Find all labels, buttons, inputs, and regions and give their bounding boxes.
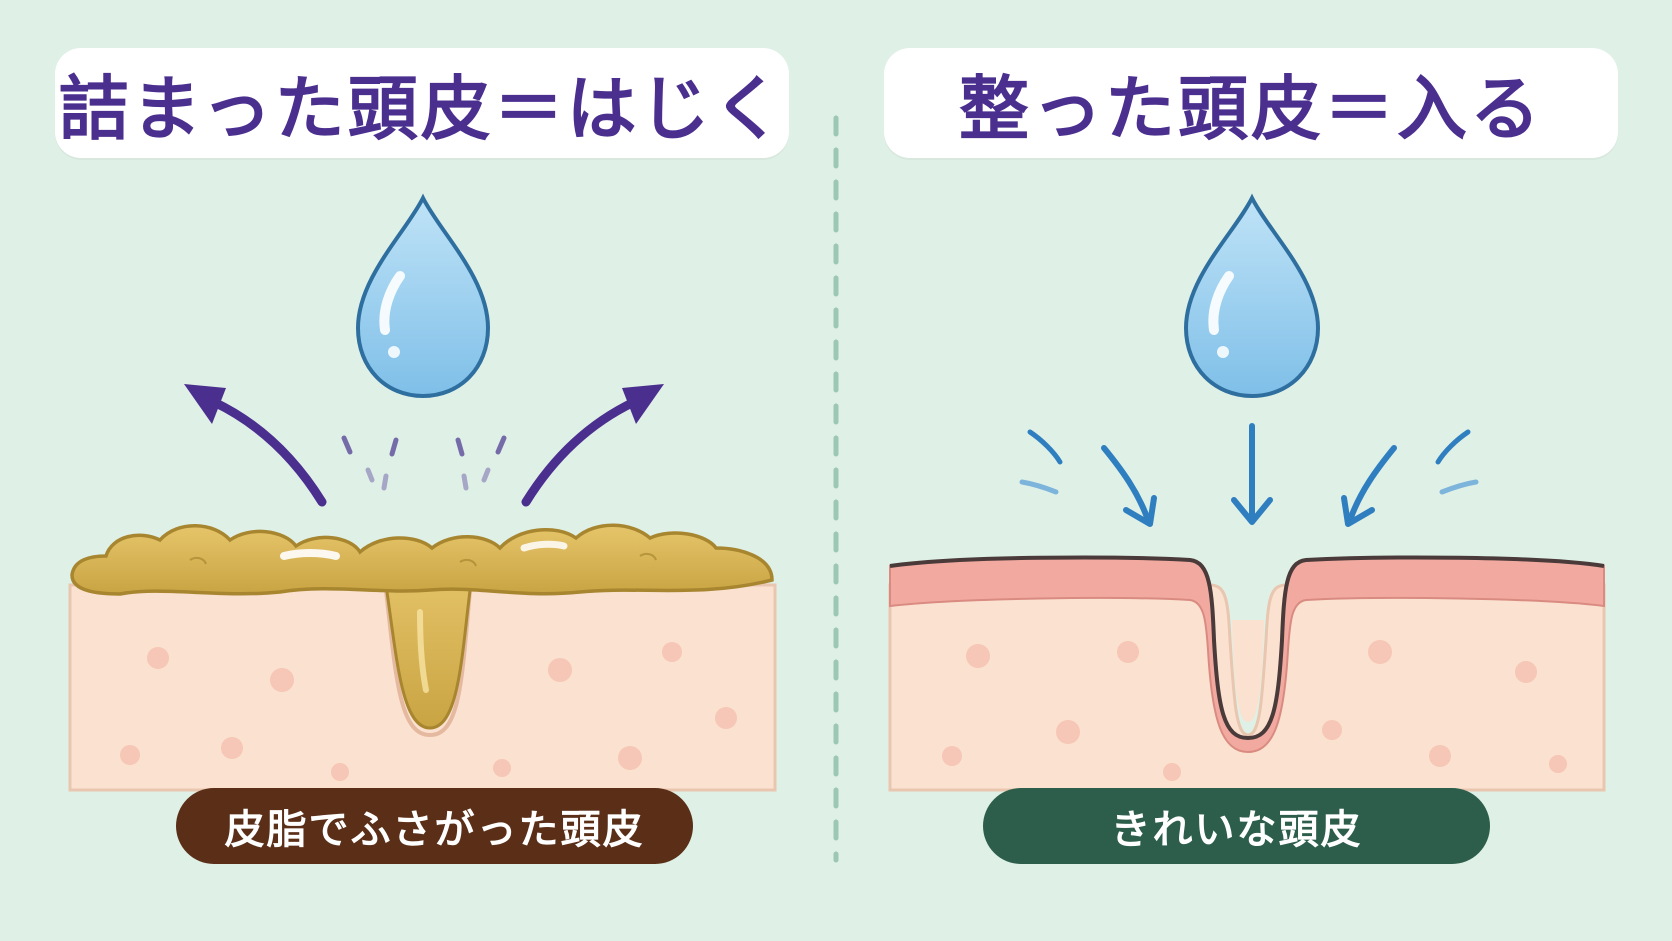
left-caption: 皮脂でふさがった頭皮 xyxy=(224,807,645,853)
sebum-layer xyxy=(70,523,774,730)
water-drop-icon xyxy=(355,193,491,399)
right-title-box: 整った頭皮＝入る xyxy=(884,48,1618,158)
right-caption-badge: きれいな頭皮 xyxy=(983,788,1490,864)
left-caption-badge: 皮脂でふさがった頭皮 xyxy=(176,788,693,864)
deflect-arrow-icon xyxy=(184,384,327,507)
right-title: 整った頭皮＝入る xyxy=(959,67,1543,150)
deflect-arrow-icon xyxy=(521,384,664,507)
motion-marks xyxy=(1019,429,1479,495)
left-title: 詰まった頭皮＝はじく xyxy=(58,67,786,150)
absorb-arrow-icon xyxy=(1341,445,1397,527)
right-caption: きれいな頭皮 xyxy=(1110,807,1363,853)
left-title-box: 詰まった頭皮＝はじく xyxy=(55,48,789,158)
splash-marks xyxy=(341,435,507,491)
absorb-arrow-icon xyxy=(1101,445,1157,527)
water-drop-icon xyxy=(1183,193,1321,399)
right-skin-block xyxy=(888,555,1606,792)
absorb-arrow-icon xyxy=(1231,423,1273,525)
